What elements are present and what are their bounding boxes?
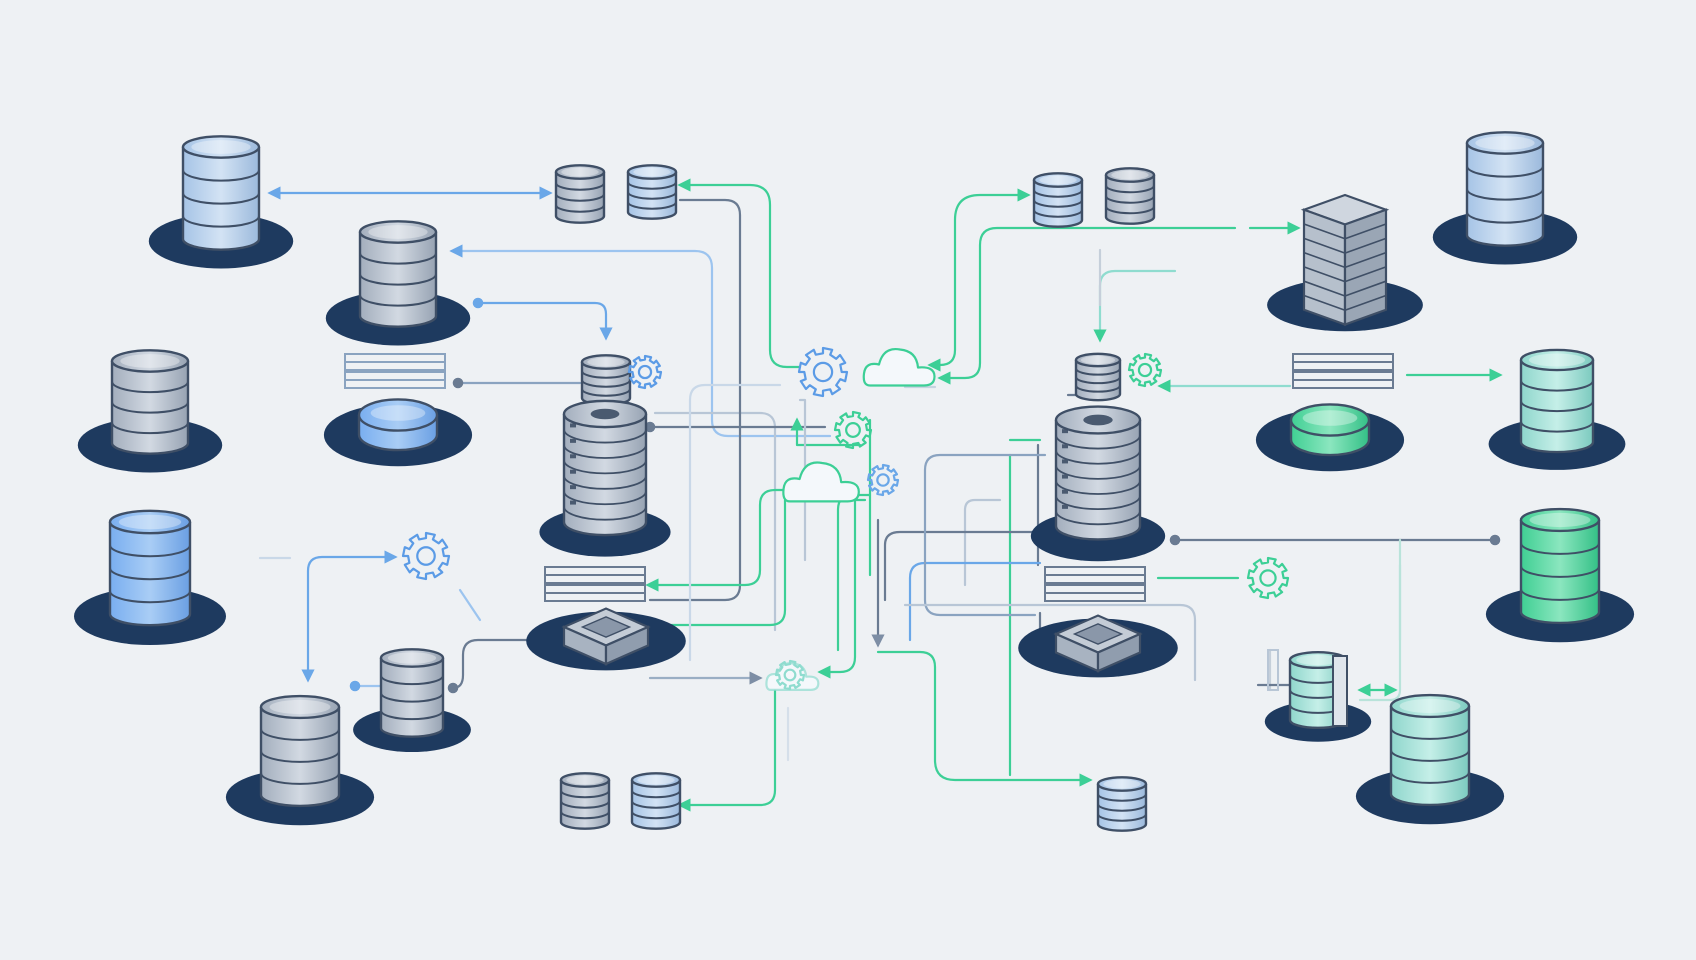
connection-lines (258, 178, 1503, 812)
hub-right (1018, 614, 1178, 678)
db-top-right (1432, 131, 1578, 265)
db-left-3 (77, 349, 223, 473)
connection-line (883, 530, 1042, 602)
panel-right-2 (1292, 353, 1394, 371)
connection-line (798, 398, 807, 562)
db-small-3 (559, 772, 611, 830)
connection-line (903, 603, 1197, 682)
connection-line (923, 453, 1047, 617)
db-small-2 (626, 164, 678, 220)
connection-line (790, 417, 862, 447)
connection-line (472, 297, 613, 341)
server-left (539, 399, 671, 557)
panel-left-1 (344, 353, 446, 371)
db-center-right-cap (1074, 352, 1122, 402)
panel-left-2 (544, 566, 646, 584)
disk-green (1255, 403, 1405, 472)
gear-right-small (1127, 352, 1163, 388)
connection-line (876, 650, 1093, 787)
connection-line (648, 198, 742, 602)
connection-line (1358, 563, 1402, 702)
connection-line (937, 226, 1237, 385)
gear-left-small (627, 354, 663, 390)
disk-blue (323, 398, 473, 467)
gear-center-right (866, 463, 900, 497)
db-top-left (148, 135, 294, 269)
cloud-center-top (862, 347, 936, 387)
connection-line (645, 488, 797, 592)
panel-left-2b (544, 584, 646, 602)
connection-line (447, 638, 562, 694)
gear-left-mid (401, 531, 451, 581)
connection-line (908, 561, 1037, 642)
db-bottom-right (1355, 693, 1505, 825)
gear-center-mid (833, 410, 873, 450)
db-bottom-left-small (353, 648, 471, 753)
panel-right-small (1267, 649, 1348, 727)
db-right-small-green (1264, 650, 1372, 742)
db-right-green (1485, 507, 1635, 643)
connection-line (927, 188, 1031, 372)
connection-line (458, 588, 482, 622)
db-small-1 (554, 164, 606, 224)
connection-line (677, 178, 802, 369)
db-bottom-left (225, 694, 375, 826)
connection-line (1093, 269, 1177, 343)
rack-right (1267, 193, 1423, 332)
db-small-4 (630, 772, 682, 830)
cloud-center-mid (782, 461, 860, 503)
connection-line (301, 550, 398, 683)
hub-left (526, 607, 686, 671)
db-left-2 (325, 220, 471, 346)
panel-right-2b (1292, 371, 1394, 389)
connection-line (688, 383, 782, 662)
db-right-teal (1488, 348, 1626, 470)
db-small-5 (1032, 172, 1084, 228)
server-right (1030, 405, 1166, 562)
panel-right-1b (1044, 584, 1146, 602)
db-small-7 (1096, 776, 1148, 832)
connection-line (963, 498, 1002, 587)
connection-line (677, 678, 777, 812)
db-small-6 (1104, 167, 1156, 225)
db-center-left-cap (580, 354, 632, 406)
gear-center-top (797, 346, 849, 398)
connection-line (646, 498, 787, 627)
connection-line (653, 411, 777, 632)
gear-right-mid (1246, 556, 1290, 600)
gear-bottom-faded (774, 659, 806, 691)
db-left-4 (74, 509, 226, 646)
panel-right-1 (1044, 566, 1146, 584)
connection-line (817, 498, 867, 679)
panel-left-1b (344, 371, 446, 389)
connection-line (449, 244, 832, 438)
